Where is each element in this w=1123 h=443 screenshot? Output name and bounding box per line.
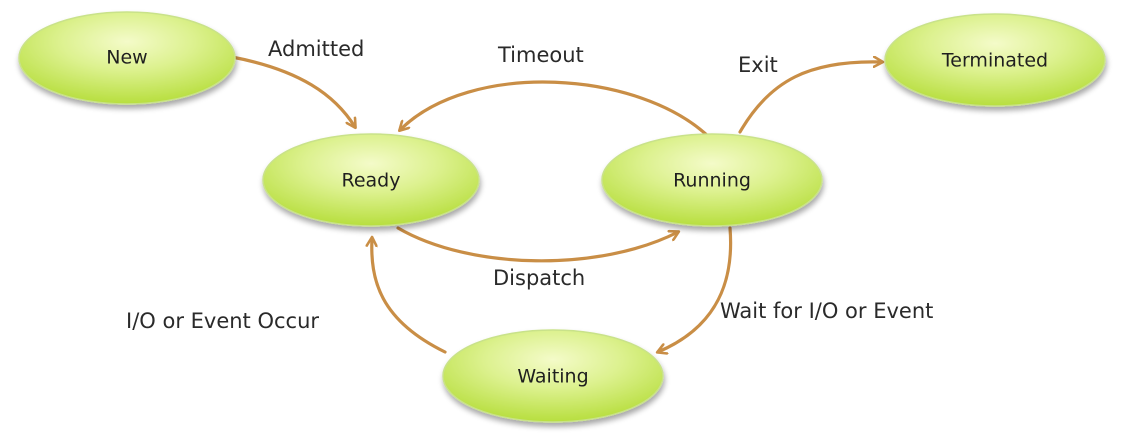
state-waiting-label: Waiting <box>517 366 588 388</box>
state-ready-label: Ready <box>342 170 401 192</box>
state-ready: Ready <box>262 133 480 227</box>
state-running-shape <box>601 133 823 227</box>
label-timeout: Timeout <box>497 43 584 67</box>
state-ready-shape <box>262 133 480 227</box>
state-terminated-label: Terminated <box>941 50 1048 72</box>
label-wait-for-io: Wait for I/O or Event <box>720 299 933 323</box>
state-running-label: Running <box>673 170 751 192</box>
edge-io-event-occur <box>372 238 447 354</box>
edge-dispatch <box>396 226 678 263</box>
state-new-shape <box>18 11 236 105</box>
state-waiting: Waiting <box>442 329 664 423</box>
edge-exit <box>738 62 882 134</box>
label-exit: Exit <box>738 53 778 77</box>
label-admitted: Admitted <box>268 37 364 61</box>
edge-admitted <box>230 55 355 127</box>
label-io-event-occur: I/O or Event Occur <box>126 309 319 333</box>
state-terminated-shape <box>884 13 1106 107</box>
edge-timeout <box>400 80 712 140</box>
state-terminated: Terminated <box>884 13 1106 107</box>
state-waiting-shape <box>442 329 664 423</box>
state-new: New <box>18 11 236 105</box>
label-dispatch: Dispatch <box>493 266 585 290</box>
state-running: Running <box>601 133 823 227</box>
edge-wait-for-io <box>658 226 733 352</box>
state-new-label: New <box>106 47 147 69</box>
